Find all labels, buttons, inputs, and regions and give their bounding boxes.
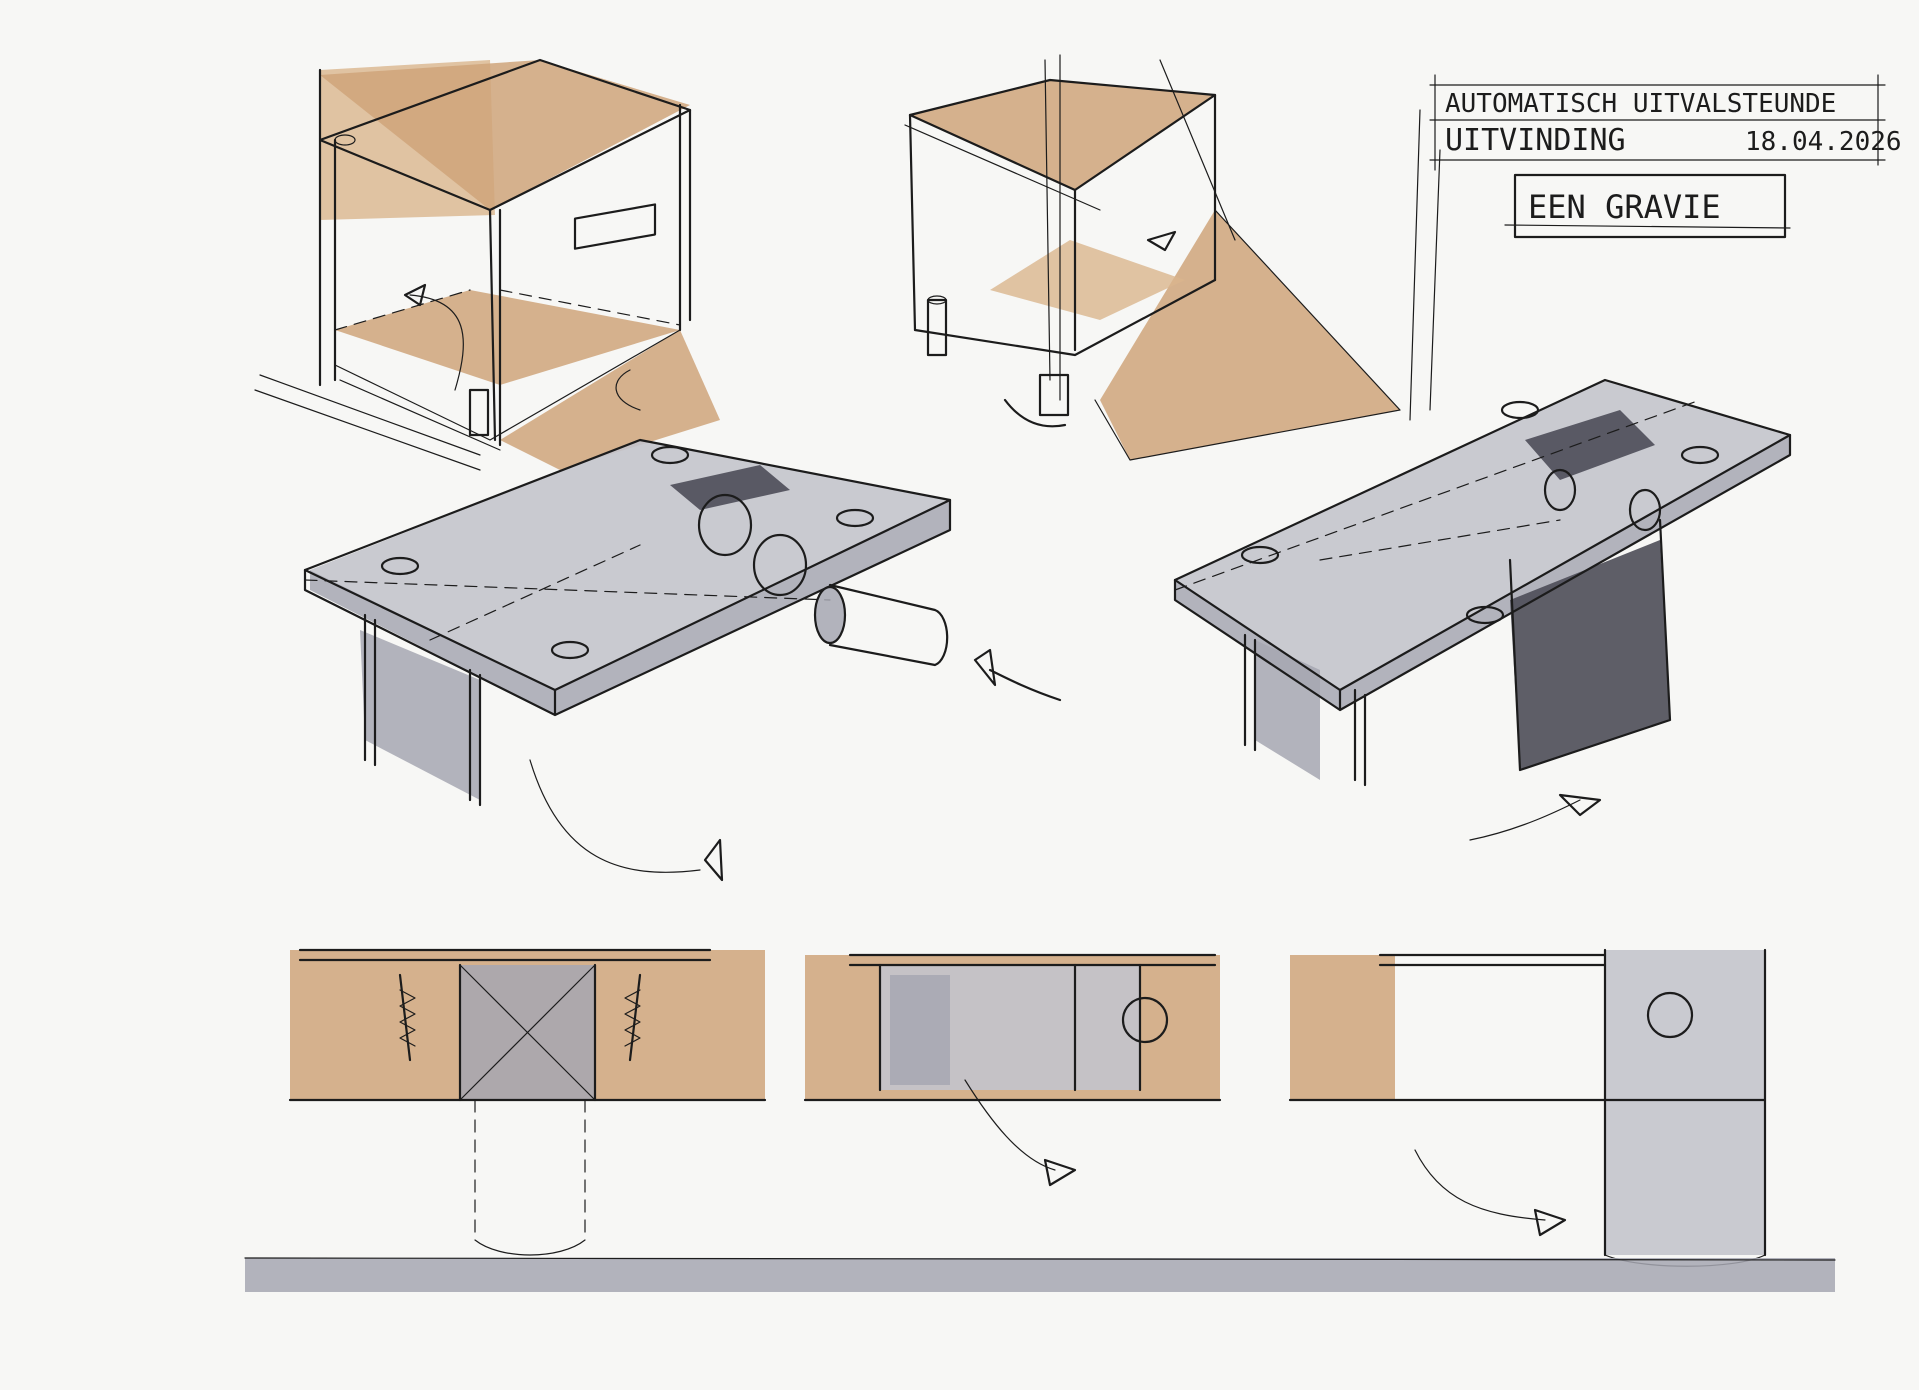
base-band [244, 1257, 1836, 1292]
section-view-3 [1288, 948, 1767, 1267]
title-date: 18.04.2026 [1745, 127, 1902, 157]
section-view-1 [288, 948, 767, 1256]
cabinet-sketch-left [254, 58, 720, 471]
cabinet-sketch-middle [904, 54, 1401, 461]
table-sketch-right [1173, 378, 1792, 841]
table-sketch-left [303, 438, 1062, 882]
title-block: AUTOMATISCH UITVALSTEUNDE UITVINDING 18.… [1409, 74, 1902, 421]
section-view-2 [803, 953, 1222, 1187]
title-line-2: UITVINDING [1445, 123, 1626, 158]
title-line-3: EEN GRAVIE [1528, 188, 1721, 226]
signature-box [1513, 173, 1787, 239]
title-line-1: AUTOMATISCH UITVALSTEUNDE [1445, 89, 1836, 119]
